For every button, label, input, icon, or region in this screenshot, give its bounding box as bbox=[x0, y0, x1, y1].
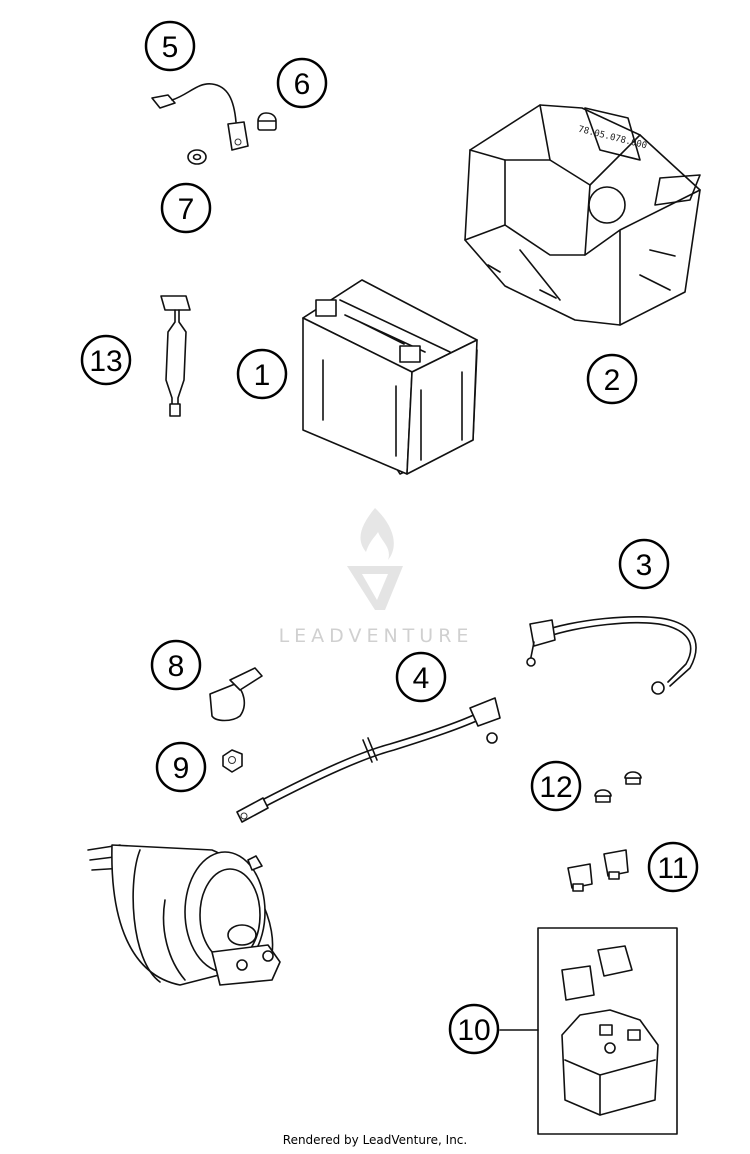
svg-text:7: 7 bbox=[178, 193, 195, 226]
svg-text:13: 13 bbox=[89, 345, 122, 378]
svg-text:1: 1 bbox=[254, 359, 271, 392]
footer-credit: Rendered by LeadVenture, Inc. bbox=[283, 1133, 467, 1147]
watermark-text: LEADVENTURE bbox=[279, 625, 474, 647]
callout-7[interactable]: 7 bbox=[160, 182, 212, 234]
callout-4[interactable]: 4 bbox=[395, 651, 447, 703]
svg-text:8: 8 bbox=[168, 650, 185, 683]
part-3-battery-cable[interactable] bbox=[526, 616, 697, 695]
callout-10[interactable]: 10 bbox=[448, 1003, 500, 1055]
part-10-relay[interactable] bbox=[499, 927, 678, 1135]
svg-text:6: 6 bbox=[294, 68, 311, 101]
part-7-washer[interactable] bbox=[187, 149, 207, 165]
callout-2[interactable]: 2 bbox=[586, 353, 638, 405]
callout-12[interactable]: 12 bbox=[530, 760, 582, 812]
watermark: LEADVENTURE bbox=[279, 508, 474, 647]
svg-text:5: 5 bbox=[162, 31, 179, 64]
svg-text:10: 10 bbox=[457, 1014, 490, 1047]
part-9-nut[interactable] bbox=[222, 749, 243, 773]
part-12-screws[interactable] bbox=[594, 771, 642, 803]
part-4-starter-cable[interactable] bbox=[236, 697, 501, 823]
callout-1[interactable]: 1 bbox=[236, 348, 288, 400]
part-11-fuses[interactable] bbox=[567, 849, 629, 892]
callout-3[interactable]: 3 bbox=[618, 538, 670, 590]
part-5-ground-wire[interactable] bbox=[151, 83, 249, 151]
starter-motor[interactable] bbox=[87, 844, 281, 986]
svg-text:3: 3 bbox=[636, 549, 653, 582]
callout-8[interactable]: 8 bbox=[150, 639, 202, 691]
svg-text:4: 4 bbox=[413, 662, 430, 695]
svg-text:2: 2 bbox=[604, 364, 621, 397]
svg-text:12: 12 bbox=[539, 771, 572, 804]
callout-6[interactable]: 6 bbox=[276, 57, 328, 109]
svg-text:9: 9 bbox=[173, 752, 190, 785]
part-6-screw[interactable] bbox=[257, 112, 277, 131]
callout-5[interactable]: 5 bbox=[144, 20, 196, 72]
part-8-rubber-cap[interactable] bbox=[209, 667, 263, 722]
part-13-strap[interactable] bbox=[160, 295, 191, 417]
part-2-battery-tray[interactable]: 78.05.078.000 bbox=[464, 104, 701, 326]
callout-13[interactable]: 13 bbox=[80, 334, 132, 386]
part-1-battery[interactable] bbox=[302, 279, 478, 475]
svg-text:11: 11 bbox=[657, 852, 688, 885]
flame-v-logo-icon bbox=[347, 508, 403, 610]
callout-11[interactable]: 11 bbox=[647, 841, 699, 893]
callout-9[interactable]: 9 bbox=[155, 741, 207, 793]
